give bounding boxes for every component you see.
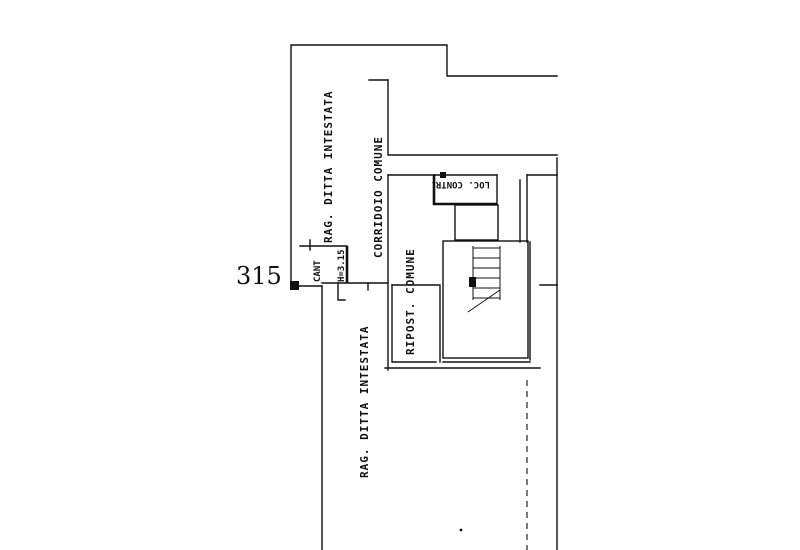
label-ripost: RIPOST. COMUNE <box>404 248 417 355</box>
loc-contr-room <box>432 172 498 206</box>
door-jamb-left <box>337 282 346 301</box>
label-corridoio: CORRIDOIO COMUNE <box>372 136 385 258</box>
outer-wall-top <box>290 44 558 287</box>
ripost-room <box>384 284 541 369</box>
label-cant: CANT <box>313 260 323 282</box>
stair-cut-line <box>467 289 501 313</box>
corridor-lower <box>321 174 436 371</box>
right-rooms <box>526 174 558 550</box>
stair-enclosure <box>442 179 531 363</box>
label-rag-ditta-bottom: RAG. DITTA INTESTATA <box>358 326 371 478</box>
stair-marker <box>469 277 476 287</box>
loc-contr-walls <box>432 175 497 206</box>
dot-mark <box>459 528 463 532</box>
corridor-wall-right <box>387 79 558 156</box>
stair-treads <box>467 246 501 313</box>
label-cant-height: H=3.15 <box>337 249 347 282</box>
outer-walls <box>290 44 558 550</box>
label-loc-contr: LOC. CONTR. <box>430 179 490 189</box>
column-marker <box>290 281 299 290</box>
margin-number: 315 <box>236 262 282 290</box>
label-rag-ditta-top: RAG. DITTA INTESTATA <box>322 91 335 243</box>
stair-well <box>442 240 529 359</box>
cant-room <box>290 239 349 290</box>
ripost-walls-right <box>391 284 441 363</box>
stair-landing <box>454 204 499 241</box>
ripost-walls <box>391 284 437 363</box>
